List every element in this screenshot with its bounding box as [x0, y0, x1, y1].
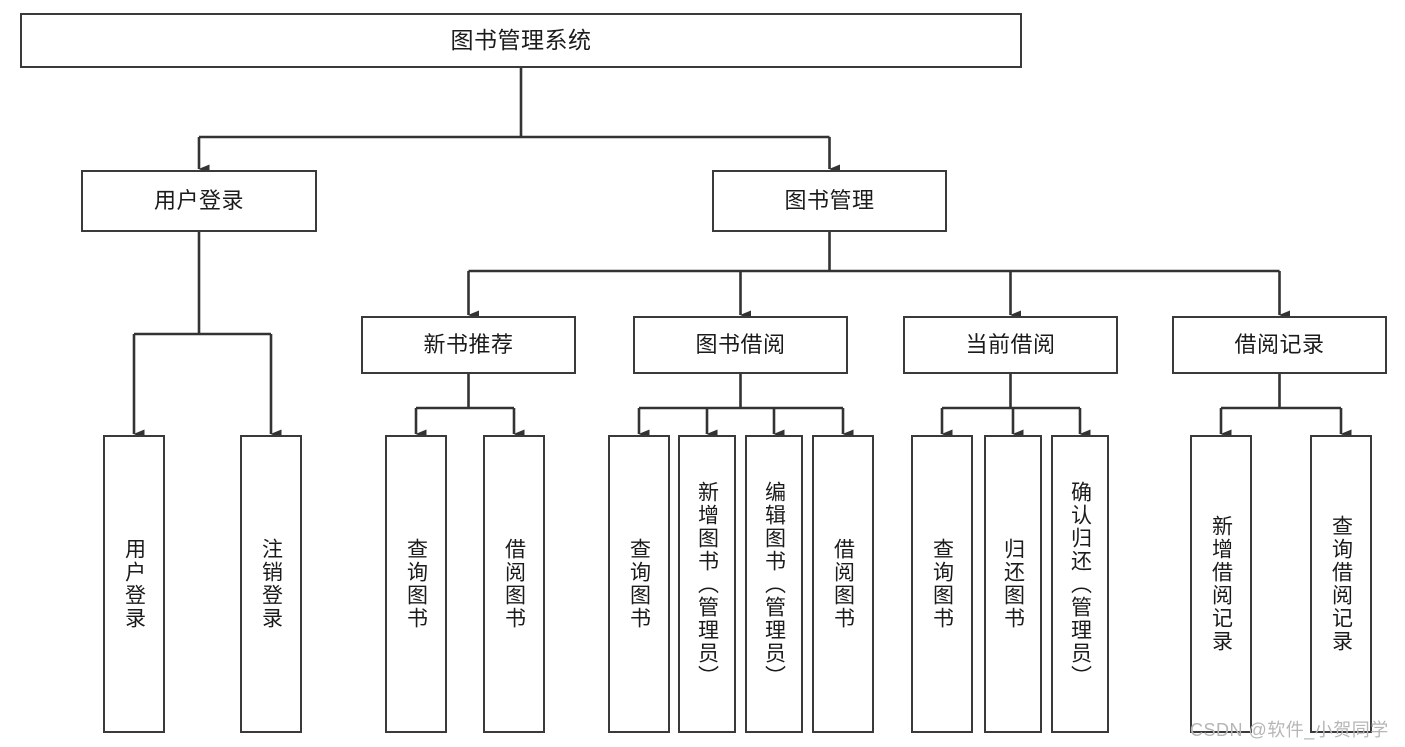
node-label: 确认归还（管理员） [1068, 480, 1092, 688]
node-label: 借阅记录 [1234, 332, 1325, 358]
node-level2-0[interactable]: 新书推荐 [361, 316, 576, 374]
node-label: 归还图书 [1001, 538, 1025, 630]
node-label: 当前借阅 [965, 332, 1056, 358]
node-leaf-0[interactable]: 用户登录 [103, 435, 165, 733]
node-label: 新增图书（管理员） [695, 480, 719, 688]
node-level1-0[interactable]: 用户登录 [81, 170, 317, 232]
node-leaf-5[interactable]: 新增图书（管理员） [678, 435, 736, 733]
node-label: 用户登录 [153, 188, 244, 214]
node-leaf-7[interactable]: 借阅图书 [812, 435, 874, 733]
node-level2-1[interactable]: 图书借阅 [633, 316, 848, 374]
node-leaf-3[interactable]: 借阅图书 [483, 435, 545, 733]
node-leaf-9[interactable]: 归还图书 [984, 435, 1042, 733]
node-level1-1[interactable]: 图书管理 [712, 170, 947, 232]
node-label: 借阅图书 [831, 538, 855, 630]
node-leaf-12[interactable]: 查询借阅记录 [1310, 435, 1372, 733]
node-leaf-10[interactable]: 确认归还（管理员） [1051, 435, 1109, 733]
node-label: 新书推荐 [423, 332, 514, 358]
node-label: 图书管理系统 [450, 27, 592, 54]
node-root[interactable]: 图书管理系统 [20, 13, 1022, 68]
node-label: 新增借阅记录 [1209, 515, 1233, 653]
node-label: 图书借阅 [695, 332, 786, 358]
node-label: 注销登录 [259, 538, 283, 630]
node-leaf-1[interactable]: 注销登录 [240, 435, 302, 733]
node-label: 图书管理 [784, 188, 875, 214]
node-level2-3[interactable]: 借阅记录 [1172, 316, 1387, 374]
node-label: 借阅图书 [502, 538, 526, 630]
node-label: 用户登录 [122, 538, 146, 630]
node-label: 查询图书 [627, 538, 651, 630]
node-label: 查询图书 [930, 538, 954, 630]
node-level2-2[interactable]: 当前借阅 [903, 316, 1118, 374]
node-label: 查询图书 [404, 538, 428, 630]
node-label: 查询借阅记录 [1329, 515, 1353, 653]
node-leaf-11[interactable]: 新增借阅记录 [1190, 435, 1252, 733]
node-label: 编辑图书（管理员） [762, 480, 786, 688]
node-leaf-6[interactable]: 编辑图书（管理员） [745, 435, 803, 733]
node-leaf-4[interactable]: 查询图书 [608, 435, 670, 733]
node-leaf-8[interactable]: 查询图书 [911, 435, 973, 733]
node-leaf-2[interactable]: 查询图书 [385, 435, 447, 733]
